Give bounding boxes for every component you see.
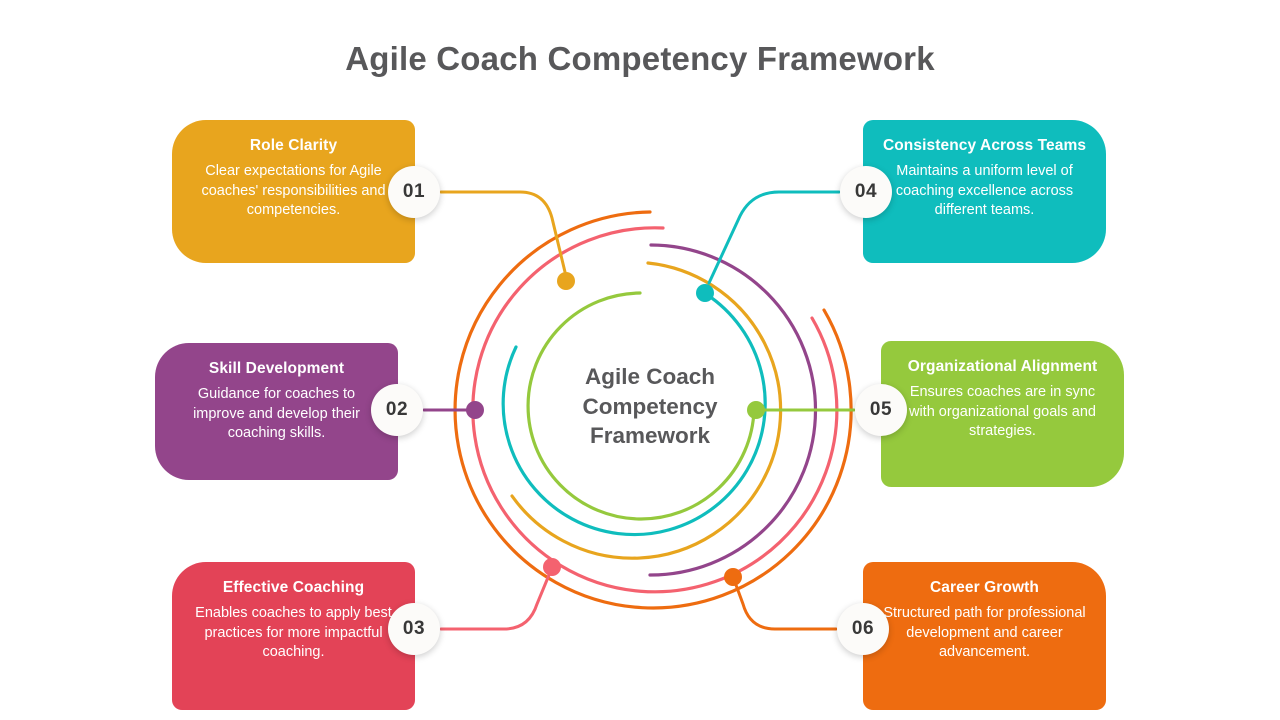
card-title: Career Growth bbox=[930, 579, 1039, 596]
badge-01[interactable]: 01 bbox=[388, 166, 440, 218]
card-title: Skill Development bbox=[208, 360, 345, 377]
badge-06[interactable]: 06 bbox=[837, 603, 889, 655]
node-dot-06 bbox=[724, 568, 742, 586]
card-description: Maintains a uniform level of coaching ex… bbox=[895, 163, 1074, 219]
card-description: Clear expectations for Agile coaches' re… bbox=[201, 163, 386, 219]
badge-04[interactable]: 04 bbox=[840, 166, 892, 218]
center-label: Agile Coach Competency Framework bbox=[540, 362, 760, 451]
card-description: Enables coaches to apply best practices … bbox=[195, 605, 392, 661]
center-label-line-1: Agile Coach bbox=[584, 364, 716, 389]
badge-03[interactable]: 03 bbox=[388, 603, 440, 655]
connector-04 bbox=[707, 190, 841, 285]
card-title: Organizational Alignment bbox=[907, 358, 1098, 375]
connector-01 bbox=[439, 190, 567, 274]
card-title: Effective Coaching bbox=[222, 579, 365, 596]
card-title: Role Clarity bbox=[249, 137, 338, 154]
center-label-line-2: Competency bbox=[582, 393, 718, 419]
node-dot-04 bbox=[696, 284, 714, 302]
node-dot-01 bbox=[557, 272, 575, 290]
center-label-line-3: Framework bbox=[589, 423, 711, 449]
card-skill-development[interactable]: Skill Development Guidance for coaches t… bbox=[155, 343, 398, 480]
card-role-clarity[interactable]: Role Clarity Clear expectations for Agil… bbox=[172, 120, 415, 263]
badge-05[interactable]: 05 bbox=[855, 384, 907, 436]
node-dot-02 bbox=[466, 401, 484, 419]
card-career-growth[interactable]: Career Growth Structured path for profes… bbox=[863, 562, 1106, 710]
card-organizational-alignment[interactable]: Organizational Alignment Ensures coaches… bbox=[881, 341, 1124, 487]
badge-02[interactable]: 02 bbox=[371, 384, 423, 436]
card-description: Structured path for professional develop… bbox=[883, 605, 1086, 661]
connector-03 bbox=[439, 573, 551, 631]
card-description: Guidance for coaches to improve and deve… bbox=[193, 386, 360, 442]
node-dot-03 bbox=[543, 558, 561, 576]
card-title: Consistency Across Teams bbox=[882, 137, 1087, 154]
card-description: Ensures coaches are in sync with organiz… bbox=[908, 384, 1096, 440]
connector-06 bbox=[734, 583, 838, 631]
card-consistency-across-teams[interactable]: Consistency Across Teams Maintains a uni… bbox=[863, 120, 1106, 263]
page-title: Agile Coach Competency Framework bbox=[345, 40, 935, 77]
card-effective-coaching[interactable]: Effective Coaching Enables coaches to ap… bbox=[172, 562, 415, 710]
